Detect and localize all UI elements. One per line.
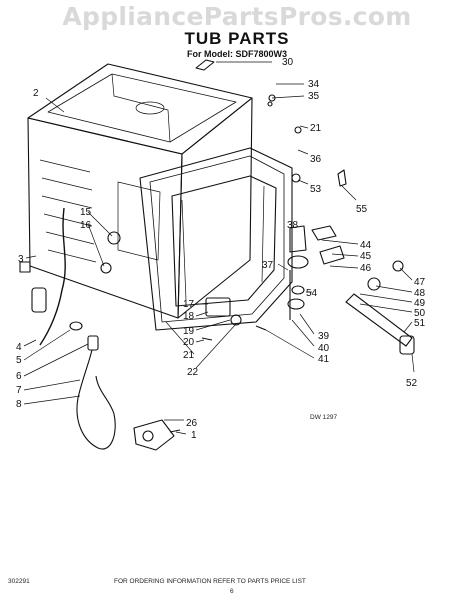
tub-cabinet <box>27 63 253 319</box>
callout-41: 41 <box>318 354 330 365</box>
callout-18: 18 <box>183 311 195 322</box>
callout-50: 50 <box>414 308 426 319</box>
callout-55: 55 <box>356 204 368 215</box>
callout-45: 45 <box>360 251 372 262</box>
callout-7: 7 <box>16 385 22 396</box>
callout-36: 36 <box>310 154 322 165</box>
callout-4: 4 <box>16 342 22 353</box>
callout-26: 26 <box>186 418 198 429</box>
callout-8: 8 <box>16 399 22 410</box>
hardware <box>100 59 302 341</box>
callout-54: 54 <box>306 288 318 299</box>
callout-6: 6 <box>16 371 22 382</box>
callout-15: 15 <box>80 207 92 218</box>
callout-40: 40 <box>318 343 330 354</box>
footer-code: 302291 <box>8 578 30 585</box>
callout-46: 46 <box>360 263 372 274</box>
callout-19: 19 <box>183 326 195 337</box>
callout-52: 52 <box>406 378 418 389</box>
callout-38: 38 <box>287 220 299 231</box>
callout-3: 3 <box>18 254 24 265</box>
model-subtitle: For Model: SDF7800W3 <box>186 49 287 59</box>
callout-34: 34 <box>308 79 320 90</box>
footer-note: FOR ORDERING INFORMATION REFER TO PARTS … <box>114 578 306 585</box>
callout-22: 22 <box>187 367 199 378</box>
callout-49: 49 <box>414 298 426 309</box>
callout-5: 5 <box>16 355 22 366</box>
callout-44: 44 <box>360 240 372 251</box>
page-number: 6 <box>230 588 234 595</box>
drawing-reference: DW 1297 <box>310 414 338 421</box>
door-gasket <box>139 147 293 331</box>
fill-hose <box>19 207 116 450</box>
page-title: TUB PARTS <box>184 29 290 48</box>
watermark: AppliancePartsPros.com <box>62 2 412 31</box>
callout-51: 51 <box>414 318 426 329</box>
callout-48: 48 <box>414 288 426 299</box>
callout-37: 37 <box>262 260 274 271</box>
callout-labels: 2 30 34 35 21 36 53 55 38 44 45 46 47 48… <box>16 57 426 441</box>
callout-20: 20 <box>183 337 195 348</box>
callout-2: 2 <box>33 88 39 99</box>
callout-21-bottom: 21 <box>183 350 195 361</box>
callout-1: 1 <box>191 430 197 441</box>
callout-47: 47 <box>414 277 426 288</box>
callout-21-top: 21 <box>310 123 322 134</box>
callout-35: 35 <box>308 91 320 102</box>
inlet-valve <box>133 419 181 451</box>
callout-53: 53 <box>310 184 322 195</box>
pump-assembly <box>287 225 345 320</box>
callout-39: 39 <box>318 331 330 342</box>
leader-lines <box>23 61 415 435</box>
callout-17: 17 <box>183 299 195 310</box>
callout-30: 30 <box>282 57 294 68</box>
callout-16: 16 <box>80 220 92 231</box>
door-arm <box>337 169 415 355</box>
